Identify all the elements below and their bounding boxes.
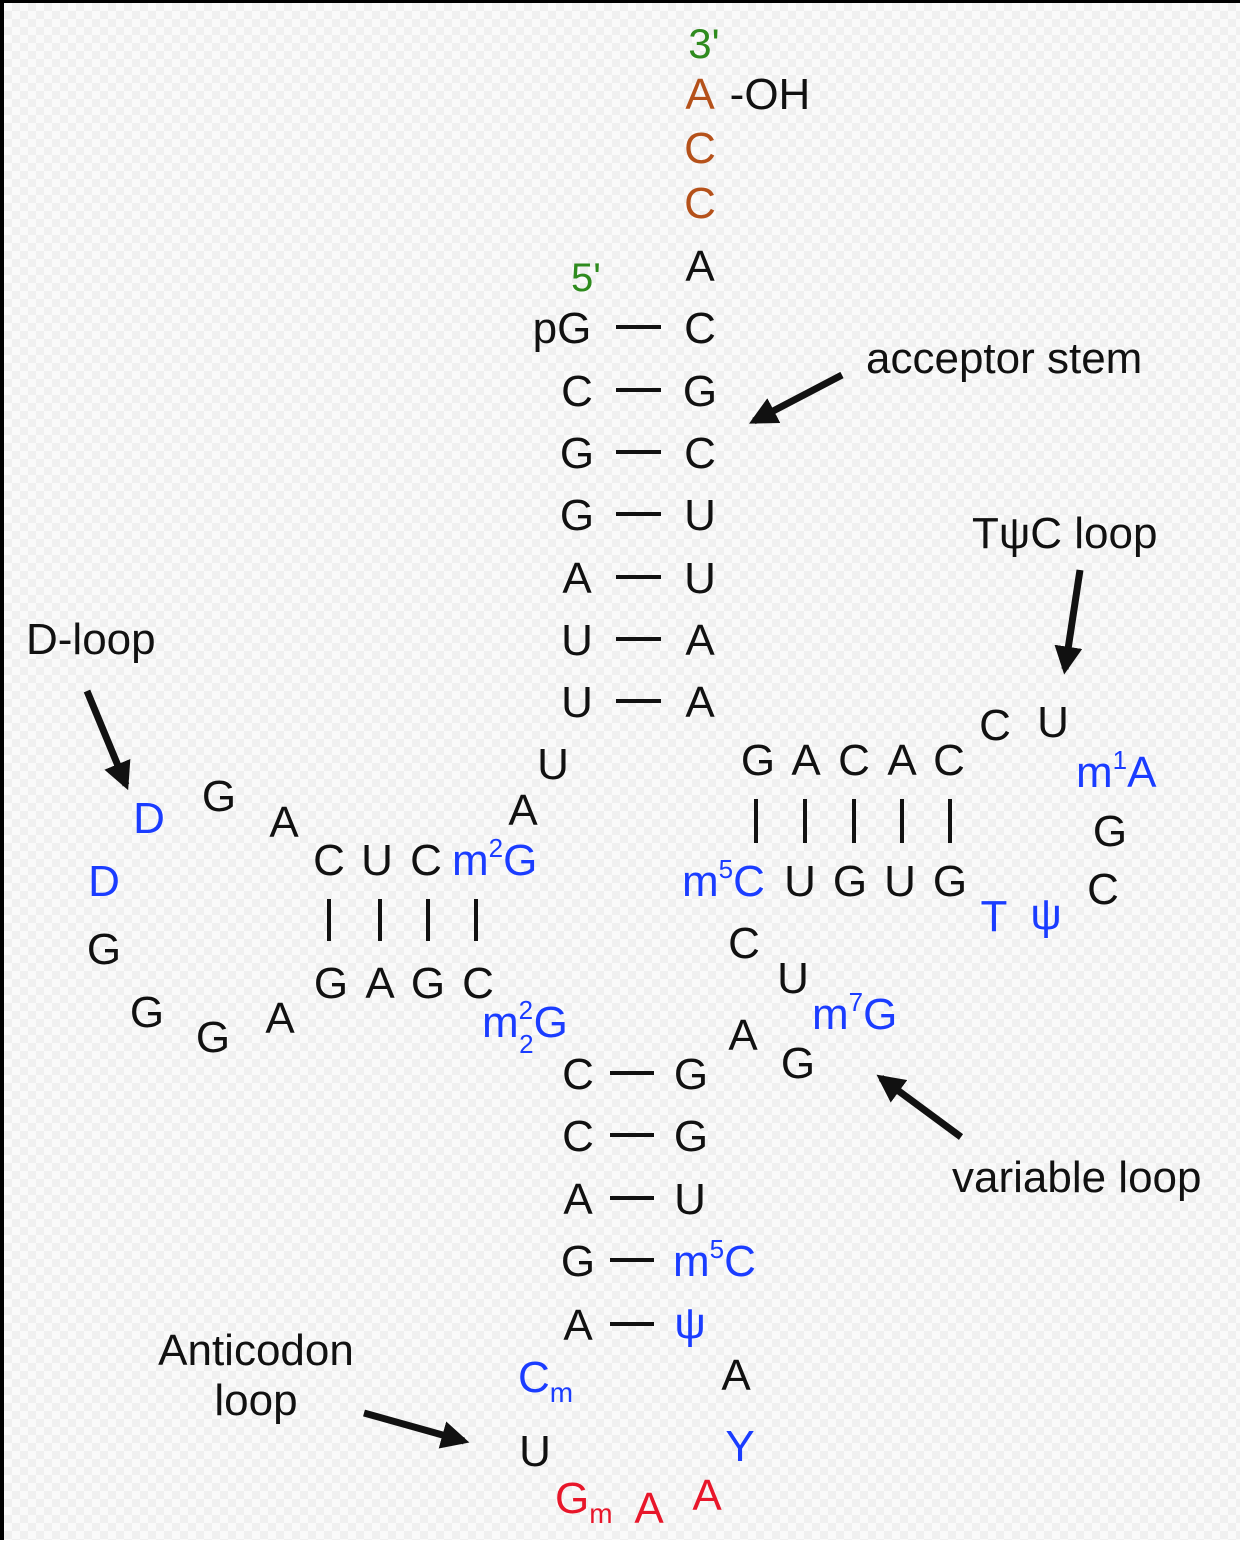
anticodon-loop-methylcytidine: Cm [518,1353,573,1408]
acceptor-left-base: C [561,367,593,416]
acceptor-right-base: G [683,367,717,416]
variable-loop-base: U [777,954,809,1003]
tpsic-loop-arrow [1054,569,1084,675]
d-stem-top-base: C [313,836,345,885]
t-stem-bottom-base: G [833,857,867,906]
acceptor-stem-arrow [749,371,844,425]
t-loop-base: G [1093,807,1127,856]
anticodon-base: A [692,1471,722,1520]
acceptor-tail-base: C [684,124,716,173]
anticodon-loop-label-line2: loop [214,1376,297,1425]
t-stem-bottom-base: U [884,857,916,906]
anticodon-loop-base: U [519,1427,551,1476]
acceptor-left-base: G [560,429,594,478]
d-loop-base: G [202,772,236,821]
anticodon-base: A [634,1484,664,1533]
d-loop-base: G [130,988,164,1037]
anticodon-stem-left-base: A [563,1301,593,1350]
d-loop-label: D-loop [26,615,156,664]
t-stem-top-base: A [887,736,917,785]
t-stem-top-base: C [838,736,870,785]
three-prime-end: 3' [688,20,719,67]
anticodon-stem-left-base: A [563,1175,593,1224]
t-stem-base-pair-bonds [754,799,952,843]
trna-cloverleaf-diagram: 3' A -OH C C A 5' pG C G G A U U C G C U… [26,20,1202,1533]
d-stem-top-base: C [410,836,442,885]
t-loop-methyladenosine: m1A [1076,745,1157,797]
anticodon-stem-methylcytidine: m5C [673,1234,756,1286]
anticodon-loop-arrow [363,1409,470,1449]
acceptor-right-base: C [684,429,716,478]
t-loop-base: C [1087,865,1119,914]
anticodon-stem-left-base: C [562,1050,594,1099]
hydroxyl-label: -OH [730,70,811,119]
d-loop-dihydrouridine: D [88,857,120,906]
acceptor-tail-base: A [685,242,715,291]
anticodon-stem-base-pair-bonds [610,1071,654,1326]
d-loop-base: A [265,994,295,1043]
acceptor-right-base: U [684,491,716,540]
d-stem-top-base: U [361,836,393,885]
d-loop-base: A [269,798,299,847]
anticodon-loop-wybutosine: Y [725,1422,754,1471]
junction-base: A [508,786,538,835]
anticodon-stem-right-base: U [674,1175,706,1224]
variable-loop-base: A [728,1011,758,1060]
anticodon-stem-right-base: G [674,1050,708,1099]
d-loop-arrow [83,689,131,791]
acceptor-right-base: A [685,616,715,665]
anticodon-stem-left-base: G [561,1237,595,1286]
d-stem-bottom-base: C [462,959,494,1008]
tpsic-loop-label: TψC loop [972,509,1157,558]
variable-loop-arrow [876,1074,964,1140]
acceptor-left-base: G [560,491,594,540]
five-prime-end: 5' [571,256,601,300]
t-stem-top-base: A [791,736,821,785]
t-stem-top-base: C [933,736,965,785]
variable-loop-base: G [781,1039,815,1088]
variable-loop-methylguanosine: m7G [812,987,897,1039]
acceptor-tail-base: A [685,70,715,119]
acceptor-tail-base: C [684,179,716,228]
d-loop-dihydrouridine: D [133,794,165,843]
acceptor-base-pair-bonds [616,325,661,703]
anticodon-stem-left-base: C [562,1112,594,1161]
t-stem-bottom-base: G [933,857,967,906]
variable-loop-label: variable loop [952,1153,1202,1202]
d-stem-modified-base: m2G [452,833,537,885]
anticodon-loop-base: A [721,1351,751,1400]
d-stem-bottom-base: G [314,959,348,1008]
anticodon-stem-pseudouridine: ψ [674,1299,705,1348]
d-loop-base: G [87,925,121,974]
acceptor-left-base: U [561,616,593,665]
t-stem-bottom-base: U [784,857,816,906]
anticodon-stem-right-base: G [674,1112,708,1161]
t-loop-base: C [979,701,1011,750]
acceptor-right-base: A [685,678,715,727]
acceptor-right-base: U [684,554,716,603]
d-stem-bottom-base: A [365,959,395,1008]
variable-loop-base: C [728,919,760,968]
acceptor-left-base: pG [533,304,592,353]
acceptor-stem-label: acceptor stem [866,334,1142,383]
d-loop-base: G [196,1013,230,1062]
t-loop-pseudouridine: ψ [1030,890,1061,939]
t-stem-top-base: G [741,736,775,785]
acceptor-left-base: A [562,554,592,603]
anticodon-loop-label-line1: Anticodon [158,1326,354,1375]
d-stem-base-pair-bonds [327,899,478,941]
t-loop-ribothymidine: T [981,892,1008,941]
junction-base: U [537,740,569,789]
acceptor-right-base: C [684,304,716,353]
acceptor-left-base: U [561,678,593,727]
t-stem-methylcytidine: m5C [682,854,765,906]
anticodon-methylguanosine: Gm [555,1474,613,1529]
d-stem-bottom-base: G [411,959,445,1008]
t-loop-base: U [1037,698,1069,747]
